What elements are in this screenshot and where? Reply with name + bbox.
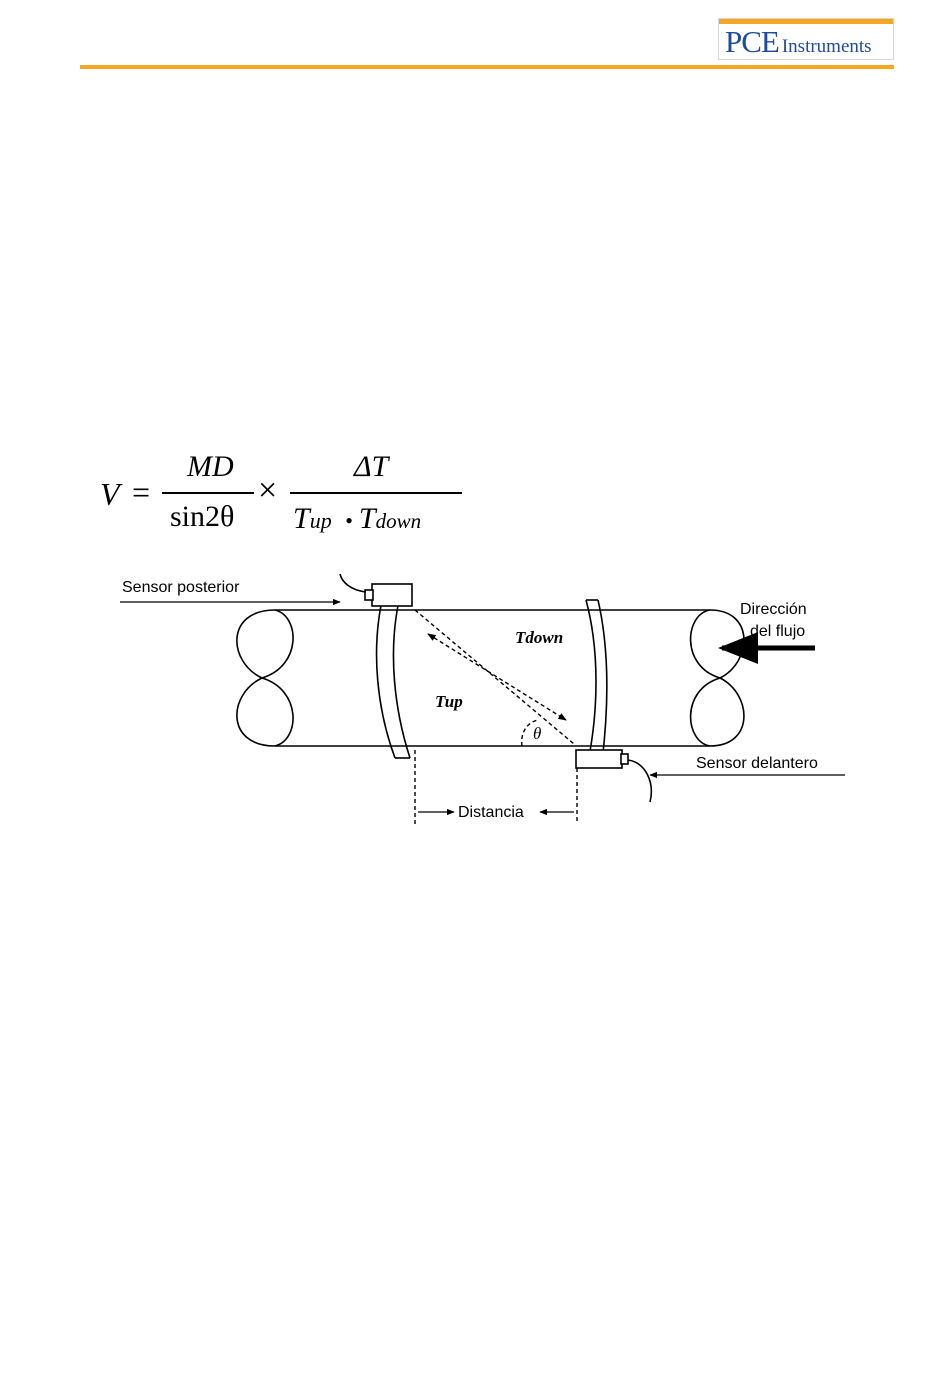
front-strap-left xyxy=(586,600,596,762)
formula-numerator-1: MD xyxy=(187,450,234,484)
flow-direction-label-line1: Dirección xyxy=(740,600,807,620)
pipe-left-break-inner xyxy=(262,610,293,746)
front-sensor-cable xyxy=(628,760,651,802)
front-sensor-block xyxy=(576,750,622,768)
fraction-bar-2 xyxy=(290,492,462,494)
rear-sensor-block xyxy=(372,584,412,606)
logo-instruments-text: Instruments xyxy=(782,36,872,57)
formula-dot: • xyxy=(345,508,353,533)
formula-sub-up: up xyxy=(310,508,332,533)
distance-label: Distancia xyxy=(458,803,524,823)
flow-direction-label-line2: del flujo xyxy=(750,622,805,642)
velocity-formula: V = MD sin2θ × ΔT Tup •Tdown xyxy=(98,448,478,548)
rear-strap-right xyxy=(393,596,410,758)
front-sensor-label: Sensor delantero xyxy=(696,754,818,774)
rear-sensor-cable xyxy=(340,574,366,592)
rear-strap-left xyxy=(377,596,395,758)
formula-denominator-2: Tup •Tdown xyxy=(293,502,421,536)
t-up-label: Tup xyxy=(435,692,463,712)
front-strap-right xyxy=(598,600,607,762)
formula-denominator-1: sin2θ xyxy=(170,500,234,534)
logo-pce-text: PCE xyxy=(725,24,779,59)
formula-t-up: T xyxy=(293,502,310,535)
formula-equals: = xyxy=(132,474,150,511)
formula-numerator-2: ΔT xyxy=(354,450,388,484)
theta-label: θ xyxy=(533,724,541,744)
formula-t-down: T xyxy=(359,502,376,535)
rear-sensor-label: Sensor posterior xyxy=(122,578,239,598)
pipe-right-break xyxy=(710,610,744,746)
transit-time-diagram: Sensor posterior Dirección del flujo Tdo… xyxy=(110,562,860,837)
fraction-bar-1 xyxy=(162,492,254,494)
formula-sub-down: down xyxy=(376,509,422,533)
pipe-left-break xyxy=(237,610,275,746)
formula-lhs: V xyxy=(100,476,120,513)
t-down-label: Tdown xyxy=(515,628,563,648)
pipe-right-break-inner xyxy=(691,610,720,746)
header-rule xyxy=(80,65,894,69)
formula-times: × xyxy=(258,472,277,510)
